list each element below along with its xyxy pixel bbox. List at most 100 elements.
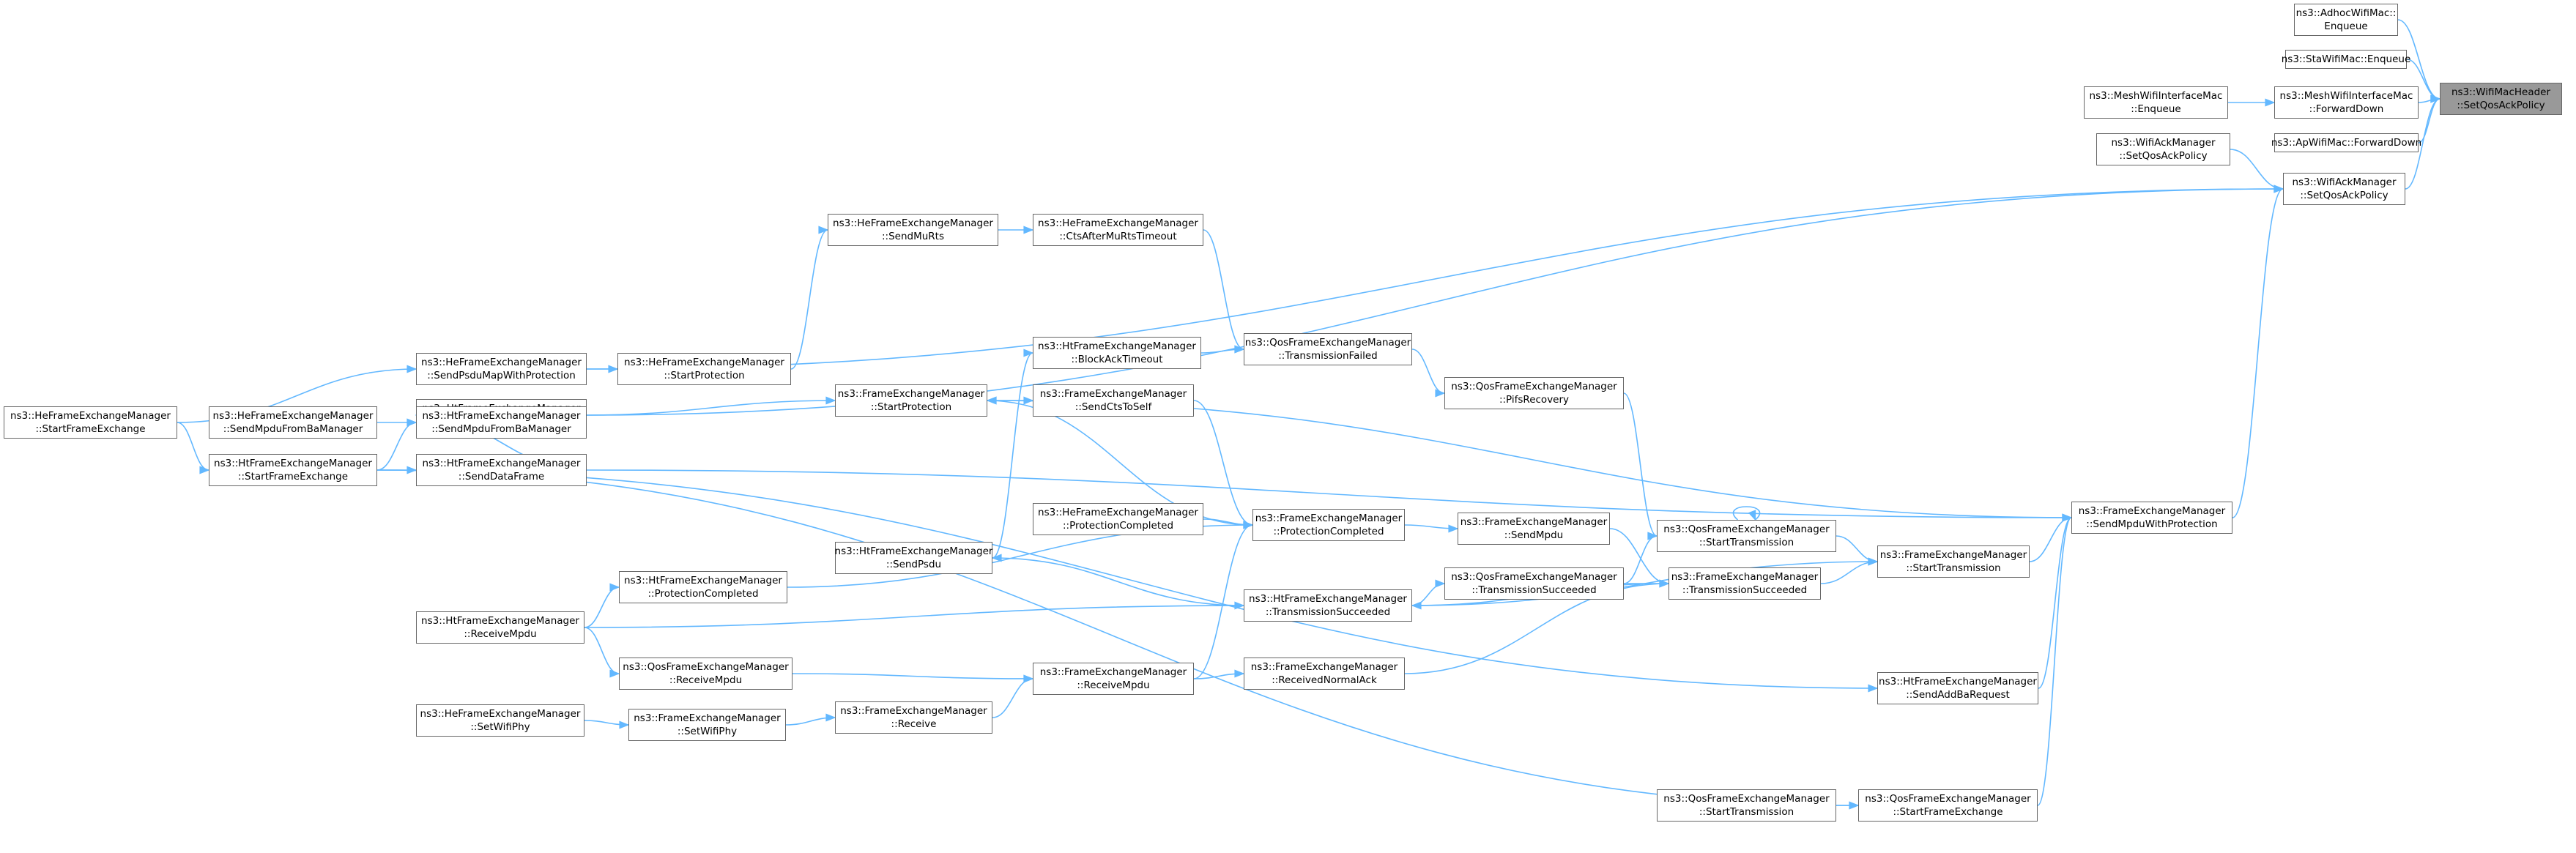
edge-arrowhead: [609, 583, 620, 592]
edge-arrowhead: [1748, 510, 1756, 521]
node-label-line: ::SendMpduFromBaManager: [431, 423, 571, 435]
graph-node-n13[interactable]: ns3::HtFrameExchangeManager::SendMpduFro…: [416, 406, 587, 439]
node-label-line: ::ForwardDown: [2309, 103, 2384, 115]
graph-node-n3[interactable]: ns3::MeshWifiInterfaceMac::ForwardDown: [2274, 86, 2419, 119]
node-label-line: ::ReceiveMpdu: [464, 628, 537, 640]
node-label-line: ::SendPsduMapWithProtection: [427, 370, 576, 381]
graph-node-n5[interactable]: ns3::ApWifiMac::ForwardDown: [2271, 133, 2421, 152]
node-label-line: ::TransmissionFailed: [1278, 350, 1378, 362]
graph-node-n20[interactable]: ns3::QosFrameExchangeManager::Transmissi…: [1444, 567, 1624, 600]
edge-arrowhead: [1243, 521, 1254, 529]
graph-node-n9[interactable]: ns3::FrameExchangeManager::SendMpduWithP…: [2071, 502, 2232, 534]
node-label-line: ns3::FrameExchangeManager: [2078, 505, 2226, 517]
node-label-line: ::StartFrameExchange: [35, 423, 146, 435]
node-label-line: ::SendMuRts: [881, 231, 944, 242]
node-label-line: ns3::QosFrameExchangeManager: [1663, 524, 1830, 535]
edge-n29-to-n24: [792, 673, 1033, 679]
edge-arrowhead: [986, 396, 997, 405]
edge-n33-to-n32: [1411, 349, 1445, 394]
graph-node-n31[interactable]: ns3::FrameExchangeManager::SendMpdu: [1458, 513, 1610, 545]
graph-node-n43[interactable]: ns3::QosFrameExchangeManager::StartTrans…: [1657, 789, 1836, 822]
node-label-line: ns3::HeFrameExchangeManager: [10, 410, 171, 422]
node-label-line: ns3::FrameExchangeManager: [837, 388, 985, 400]
graph-node-n0[interactable]: ns3::WifiMacHeader::SetQosAckPolicy: [2440, 83, 2562, 115]
edge-arrowhead: [199, 466, 210, 474]
graph-node-n23[interactable]: ns3::HtFrameExchangeManager::ProtectionC…: [619, 571, 787, 603]
graph-node-n15[interactable]: ns3::HtFrameExchangeManager::SendDataFra…: [416, 454, 587, 486]
graph-node-n34[interactable]: ns3::HeFrameExchangeManager::CtsAfterMuR…: [1033, 214, 1203, 246]
graph-node-n41[interactable]: ns3::HtFrameExchangeManager::SendAddBaRe…: [1877, 672, 2038, 704]
node-label-line: ns3::FrameExchangeManager: [1039, 666, 1187, 678]
graph-node-n2[interactable]: ns3::StaWifiMac::Enqueue: [2282, 50, 2410, 69]
edge-n40-to-n38: [992, 352, 1033, 559]
edge-arrowhead: [2265, 98, 2276, 107]
graph-node-n39[interactable]: ns3::FrameExchangeManager::SendCtsToSelf: [1033, 384, 1194, 417]
node-label-line: ns3::HtFrameExchangeManager: [422, 410, 581, 422]
graph-node-n8[interactable]: ns3::HeFrameExchangeManager::SendPsduMap…: [416, 353, 587, 385]
node-label-line: ::SetWifiPhy: [470, 721, 530, 733]
edge-n15-to-n9: [586, 469, 2072, 518]
graph-node-n29[interactable]: ns3::QosFrameExchangeManager::ReceiveMpd…: [619, 658, 793, 690]
graph-node-n28[interactable]: ns3::HtFrameExchangeManager::ReceiveMpdu: [416, 611, 584, 644]
graph-node-n6[interactable]: ns3::WifiAckManager::SetQosAckPolicy: [2096, 133, 2230, 165]
graph-node-n42[interactable]: ns3::QosFrameExchangeManager::StartFrame…: [1858, 789, 2038, 822]
graph-node-n35[interactable]: ns3::HeFrameExchangeManager::SendMuRts: [828, 214, 998, 246]
graph-node-n7[interactable]: ns3::WifiAckManager::SetQosAckPolicy: [2283, 173, 2405, 205]
edge-arrowhead: [609, 669, 620, 678]
edge-arrowhead: [825, 396, 836, 405]
node-label-line: ns3::MeshWifiInterfaceMac: [2279, 90, 2413, 102]
node-label-line: ::Receive: [891, 718, 937, 730]
node-label-line: ::StartTransmission: [1699, 806, 1794, 818]
graph-node-n4[interactable]: ns3::MeshWifiInterfaceMac::Enqueue: [2084, 86, 2228, 119]
node-label-line: ns3::WifiAckManager: [2111, 137, 2216, 149]
graph-node-n12[interactable]: ns3::HtFrameExchangeManager::StartFrameE…: [209, 454, 377, 486]
graph-node-n36[interactable]: ns3::HeFrameExchangeManager::StartProtec…: [617, 353, 791, 385]
edge-arrowhead: [1023, 349, 1034, 357]
graph-node-n19[interactable]: ns3::HtFrameExchangeManager::Transmissio…: [1244, 589, 1412, 622]
node-label-line: ns3::MeshWifiInterfaceMac: [2089, 90, 2223, 102]
graph-node-n1[interactable]: ns3::AdhocWifiMac::Enqueue: [2294, 4, 2398, 36]
node-label-line: ::StartProtection: [870, 401, 952, 413]
node-label-line: ns3::FrameExchangeManager: [840, 705, 987, 717]
edge-n39-to-n21: [1193, 400, 1253, 526]
graph-node-n25[interactable]: ns3::FrameExchangeManager::Receive: [835, 701, 992, 734]
edge-n10-to-n37: [586, 400, 836, 416]
node-label-line: ns3::HeFrameExchangeManager: [1038, 507, 1198, 518]
node-label-line: ::StartFrameExchange: [237, 471, 349, 483]
edge-n8-to-n7: [586, 188, 2284, 370]
graph-node-n27[interactable]: ns3::HeFrameExchangeManager::SetWifiPhy: [416, 704, 584, 737]
edge-arrowhead: [1868, 684, 1879, 693]
graph-node-n11[interactable]: ns3::HeFrameExchangeManager::StartFrameE…: [4, 406, 177, 439]
node-label-line: ::PifsRecovery: [1499, 394, 1570, 406]
node-label-line: ns3::HeFrameExchangeManager: [624, 357, 784, 368]
graph-node-n40[interactable]: ns3::HtFrameExchangeManager::SendPsdu: [835, 542, 992, 574]
graph-node-n22[interactable]: ns3::HeFrameExchangeManager::ProtectionC…: [1033, 503, 1203, 535]
edge-arrowhead: [991, 554, 1002, 562]
graph-node-n33[interactable]: ns3::QosFrameExchangeManager::Transmissi…: [1244, 333, 1412, 365]
node-label-line: ns3::QosFrameExchangeManager: [1451, 571, 1617, 583]
node-label-line: ::ReceivedNormalAck: [1272, 674, 1377, 686]
node-label-line: ::SetQosAckPolicy: [2457, 100, 2545, 111]
node-label-line: ::StartProtection: [664, 370, 745, 381]
graph-node-n30[interactable]: ns3::FrameExchangeManager::ReceivedNorma…: [1244, 658, 1405, 690]
edge-arrowhead: [2274, 185, 2284, 193]
graph-node-n18[interactable]: ns3::FrameExchangeManager::TransmissionS…: [1669, 567, 1821, 600]
edge-arrowhead: [1234, 345, 1245, 354]
graph-node-n17[interactable]: ns3::QosFrameExchangeManager::StartTrans…: [1657, 520, 1836, 552]
edge-arrowhead: [1868, 557, 1879, 566]
node-label-line: ns3::HtFrameExchangeManager: [422, 458, 581, 469]
graph-node-n16[interactable]: ns3::FrameExchangeManager::StartTransmis…: [1877, 545, 2030, 578]
graph-node-n37[interactable]: ns3::FrameExchangeManager::StartProtecti…: [835, 384, 987, 417]
edge-n17-to-n16: [1836, 535, 1878, 562]
graph-node-n32[interactable]: ns3::QosFrameExchangeManager::PifsRecove…: [1444, 377, 1624, 409]
graph-node-n24[interactable]: ns3::FrameExchangeManager::ReceiveMpdu: [1033, 663, 1194, 695]
edge-n6-to-n7: [2230, 149, 2284, 190]
node-label-line: ns3::HeFrameExchangeManager: [1038, 217, 1198, 229]
graph-node-n38[interactable]: ns3::HtFrameExchangeManager::BlockAckTim…: [1033, 337, 1201, 369]
graph-node-n26[interactable]: ns3::FrameExchangeManager::SetWifiPhy: [628, 709, 786, 741]
graph-node-n21[interactable]: ns3::FrameExchangeManager::ProtectionCom…: [1252, 509, 1405, 541]
node-label-line: ::Enqueue: [2131, 103, 2181, 115]
node-label-line: ::StartFrameExchange: [1893, 806, 2003, 818]
graph-node-n14[interactable]: ns3::HeFrameExchangeManager::SendMpduFro…: [209, 406, 377, 439]
